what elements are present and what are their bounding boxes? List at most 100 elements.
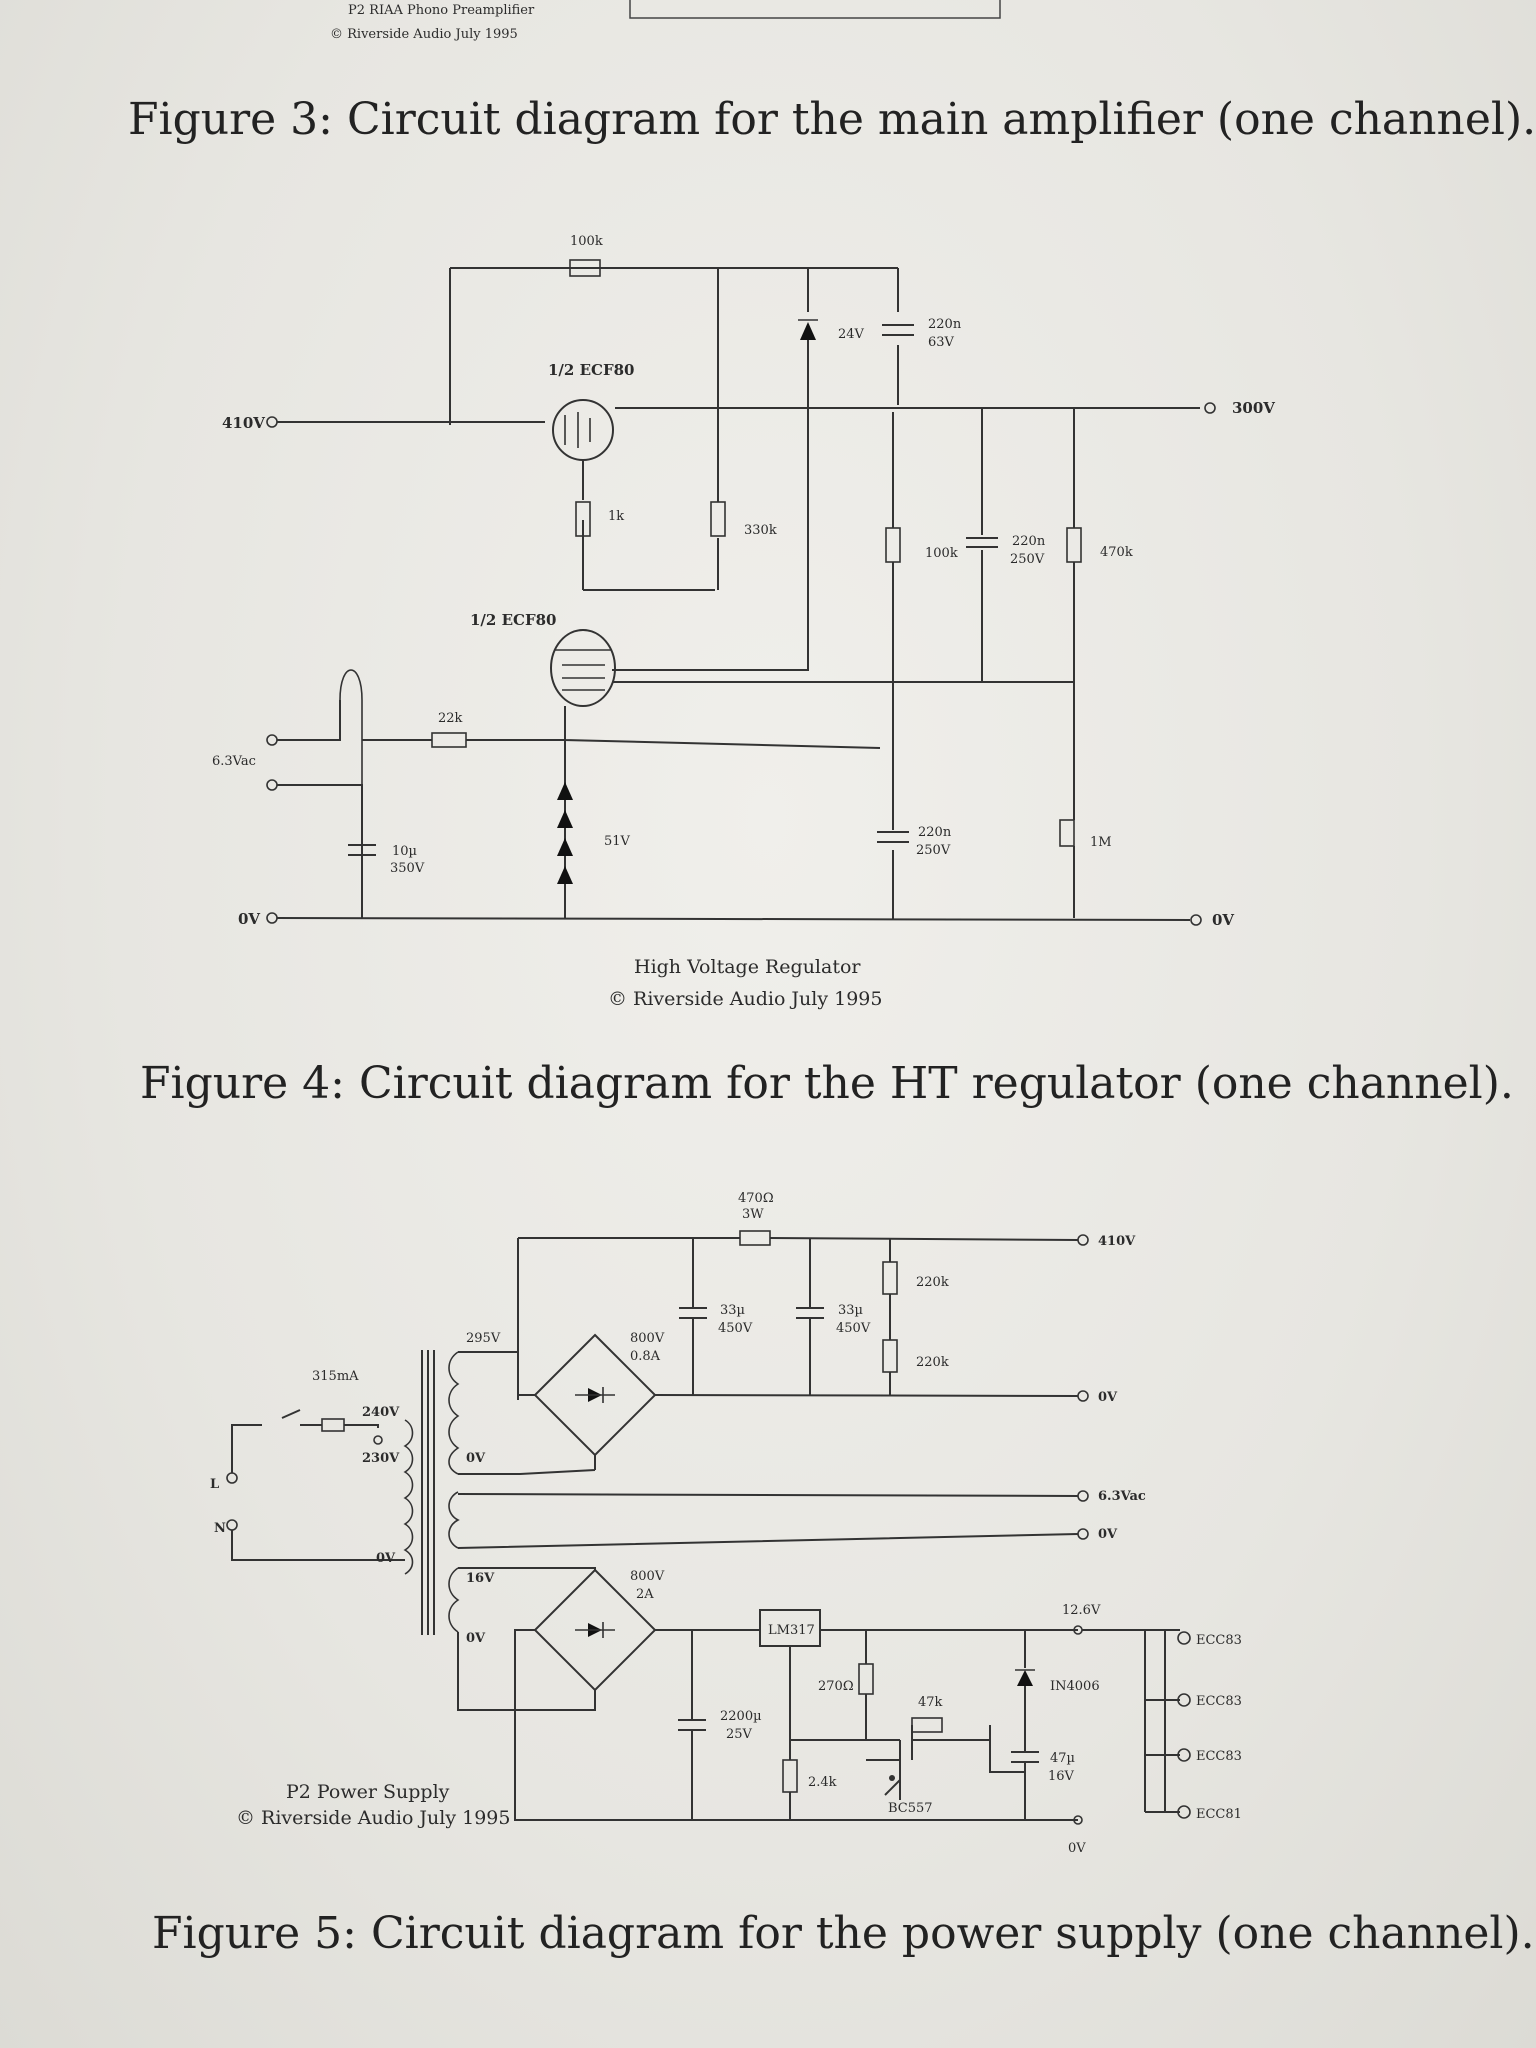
ht-copyright: © Riverside Audio July 1995 bbox=[608, 988, 883, 1010]
capacitor-33u-b bbox=[796, 1307, 824, 1319]
resistor-47k bbox=[911, 1717, 943, 1733]
label-350v: 350V bbox=[390, 861, 425, 876]
label-450v-b: 450V bbox=[836, 1321, 871, 1336]
label-3w: 3W bbox=[742, 1207, 764, 1222]
label-126v: 12.6V bbox=[1062, 1603, 1101, 1618]
resistor-220k-a bbox=[882, 1261, 898, 1295]
zener-24v bbox=[800, 322, 816, 340]
label-22k: 22k bbox=[438, 711, 463, 726]
label-0v-c: 0V bbox=[1068, 1841, 1086, 1856]
label-n: N bbox=[214, 1521, 226, 1536]
label-0v-sec-b: 0V bbox=[466, 1631, 486, 1646]
label-315ma: 315mA bbox=[312, 1369, 359, 1384]
capacitor-47u bbox=[1011, 1751, 1039, 1763]
resistor-100k-top bbox=[569, 259, 601, 277]
capacitor-10u bbox=[348, 844, 376, 856]
label-270: 270Ω bbox=[818, 1679, 854, 1694]
label-470k: 470k bbox=[1100, 545, 1133, 560]
resistor-330k bbox=[710, 501, 726, 537]
label-bc557: BC557 bbox=[888, 1801, 933, 1816]
label-08a: 0.8A bbox=[630, 1349, 661, 1364]
label-220k-a: 220k bbox=[916, 1275, 949, 1290]
label-250v-b: 250V bbox=[916, 843, 951, 858]
label-330k: 330k bbox=[744, 523, 777, 538]
label-33u-b: 33µ bbox=[838, 1303, 863, 1318]
label-2a: 2A bbox=[636, 1587, 654, 1602]
resistor-22k bbox=[431, 732, 467, 748]
transformer-core bbox=[421, 1350, 435, 1635]
resistor-470k bbox=[1066, 527, 1082, 563]
transformer-primary bbox=[403, 1419, 414, 1575]
label-1m: 1M bbox=[1090, 835, 1112, 850]
transformer-secondary-heater bbox=[448, 1491, 460, 1549]
label-tube-bottom: 1/2 ECF80 bbox=[470, 611, 556, 629]
resistor-100k-mid bbox=[885, 527, 901, 563]
label-47k: 47k bbox=[918, 1695, 943, 1710]
label-450v-a: 450V bbox=[718, 1321, 753, 1336]
label-63v: 63V bbox=[928, 335, 955, 350]
label-0v-b: 0V bbox=[1098, 1527, 1118, 1542]
pentode-bottom bbox=[550, 629, 616, 707]
ht-regulator-diagram: 100k 410V 300V 1/2 ECF80 1k 330k 24V 220… bbox=[212, 234, 1275, 1010]
figure4-caption: Figure 4: Circuit diagram for the HT reg… bbox=[140, 1058, 1514, 1109]
label-410v-out: 410V bbox=[1098, 1234, 1136, 1249]
transformer-secondary-ht bbox=[448, 1351, 460, 1475]
label-220n-b: 220n bbox=[1012, 534, 1046, 549]
label-100k-top: 100k bbox=[570, 234, 603, 249]
label-800v-a: 800V bbox=[630, 1331, 665, 1346]
label-230v: 230V bbox=[362, 1451, 400, 1466]
header-copyright: © Riverside Audio July 1995 bbox=[330, 27, 518, 42]
label-in4006: IN4006 bbox=[1050, 1679, 1100, 1694]
label-63vac-out: 6.3Vac bbox=[1098, 1489, 1146, 1504]
resistor-1k bbox=[575, 501, 591, 537]
transistor-bc557 bbox=[889, 1775, 895, 1781]
label-10u: 10µ bbox=[392, 844, 417, 859]
label-25v: 25V bbox=[726, 1727, 753, 1742]
label-ecc83-1: ECC83 bbox=[1196, 1633, 1242, 1648]
power-supply-diagram: 470Ω 3W 410V 800V 0.8A 295V 0V 33µ 450V … bbox=[210, 1191, 1242, 1856]
label-220k-b: 220k bbox=[916, 1355, 949, 1370]
label-410v-in: 410V bbox=[222, 414, 265, 432]
psu-copyright: © Riverside Audio July 1995 bbox=[236, 1807, 511, 1829]
capacitor-220n-63v bbox=[882, 324, 914, 336]
label-300v-out: 300V bbox=[1232, 399, 1275, 417]
label-250v-a: 250V bbox=[1010, 552, 1045, 567]
capacitor-220n-250v-low bbox=[877, 831, 909, 843]
capacitor-220n-250v bbox=[966, 537, 998, 548]
figure5-caption: Figure 5: Circuit diagram for the power … bbox=[152, 1908, 1535, 1959]
bridge-rectifier-2 bbox=[533, 1568, 657, 1692]
triode-top bbox=[552, 399, 614, 461]
label-51v: 51V bbox=[604, 834, 631, 849]
label-63vac-in: 6.3Vac bbox=[212, 754, 256, 769]
label-16v-cap: 16V bbox=[1048, 1769, 1075, 1784]
psu-title: P2 Power Supply bbox=[286, 1781, 450, 1803]
label-0v-sec: 0V bbox=[466, 1451, 486, 1466]
label-33u-a: 33µ bbox=[720, 1303, 745, 1318]
fuse-315ma bbox=[321, 1418, 345, 1432]
ht-title: High Voltage Regulator bbox=[634, 956, 861, 978]
resistor-470-3w bbox=[739, 1230, 771, 1246]
transformer-secondary-lt bbox=[448, 1567, 460, 1633]
label-0v-in: 0V bbox=[238, 910, 260, 928]
label-24v: 24V bbox=[838, 327, 865, 342]
header-title: P2 RIAA Phono Preamplifier bbox=[348, 3, 535, 18]
label-47u: 47µ bbox=[1050, 1751, 1075, 1766]
label-240v: 240V bbox=[362, 1405, 400, 1420]
resistor-2k4 bbox=[782, 1759, 798, 1793]
resistor-1m bbox=[1059, 819, 1075, 847]
label-ecc81: ECC81 bbox=[1196, 1807, 1242, 1822]
header-box bbox=[629, 0, 1001, 19]
label-lm317: LM317 bbox=[768, 1623, 815, 1638]
label-0v-a: 0V bbox=[1098, 1390, 1118, 1405]
label-16v: 16V bbox=[466, 1571, 495, 1586]
label-1k: 1k bbox=[608, 509, 624, 524]
label-220n-a: 220n bbox=[928, 317, 962, 332]
resistor-270 bbox=[858, 1663, 874, 1695]
resistor-220k-b bbox=[882, 1339, 898, 1373]
label-ecc83-3: ECC83 bbox=[1196, 1749, 1242, 1764]
label-2200u: 2200µ bbox=[720, 1709, 762, 1724]
label-100k-mid: 100k bbox=[925, 546, 958, 561]
figure3-caption: Figure 3: Circuit diagram for the main a… bbox=[128, 94, 1536, 145]
label-0v-out: 0V bbox=[1212, 911, 1234, 929]
